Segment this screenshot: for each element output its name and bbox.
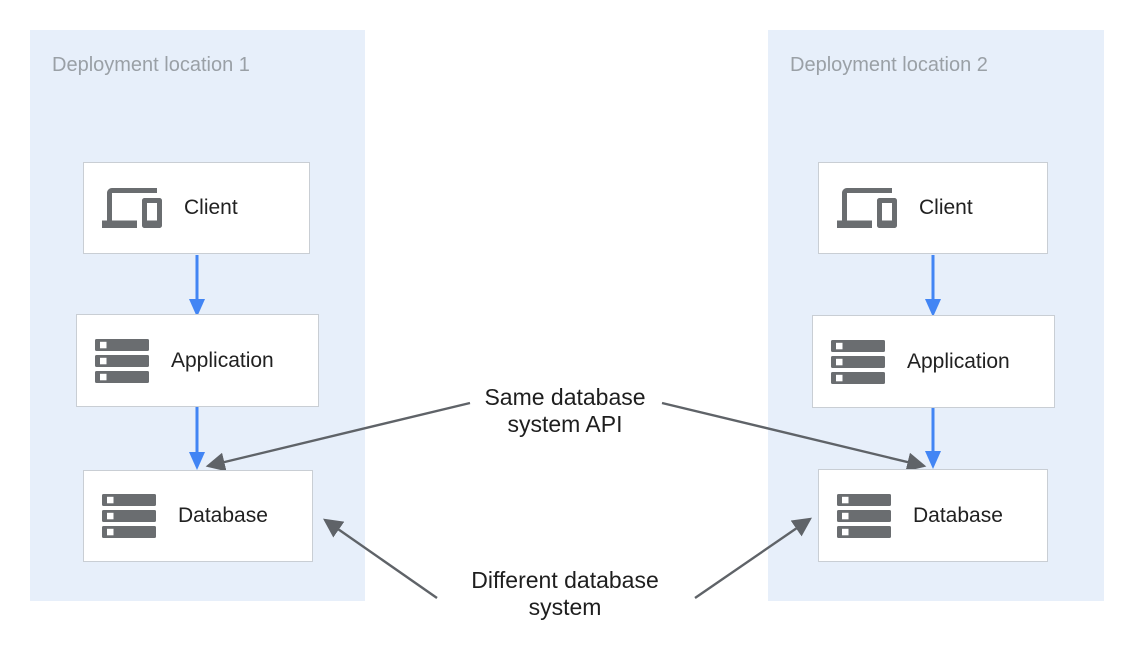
node-database-left: Database — [83, 470, 313, 562]
panel-title: Deployment location 1 — [52, 54, 250, 76]
server-stack-icon — [95, 338, 149, 383]
node-label: Client — [184, 196, 238, 219]
node-database-right: Database — [818, 469, 1048, 562]
annotation-line: system API — [507, 411, 623, 437]
devices-icon — [102, 178, 162, 238]
server-stack-icon — [831, 339, 885, 384]
node-application-right: Application — [812, 315, 1055, 408]
annotation-line: system — [528, 594, 602, 620]
node-label: Application — [907, 349, 1010, 373]
node-label: Client — [919, 196, 973, 219]
node-application-left: Application — [76, 314, 319, 407]
server-stack-icon — [102, 494, 156, 538]
annotation-line: Same database — [484, 384, 646, 410]
annotation-different-database: Different database system — [445, 567, 685, 621]
devices-icon — [837, 178, 897, 238]
node-label: Database — [178, 504, 268, 527]
panel-title: Deployment location 2 — [790, 54, 988, 76]
annotation-line: Different database — [471, 567, 659, 593]
node-label: Database — [913, 503, 1003, 527]
server-stack-icon — [837, 493, 891, 538]
node-label: Application — [171, 348, 274, 372]
node-client-left: Client — [83, 162, 310, 254]
node-client-right: Client — [818, 162, 1048, 254]
annotation-same-database: Same database system API — [445, 384, 685, 438]
